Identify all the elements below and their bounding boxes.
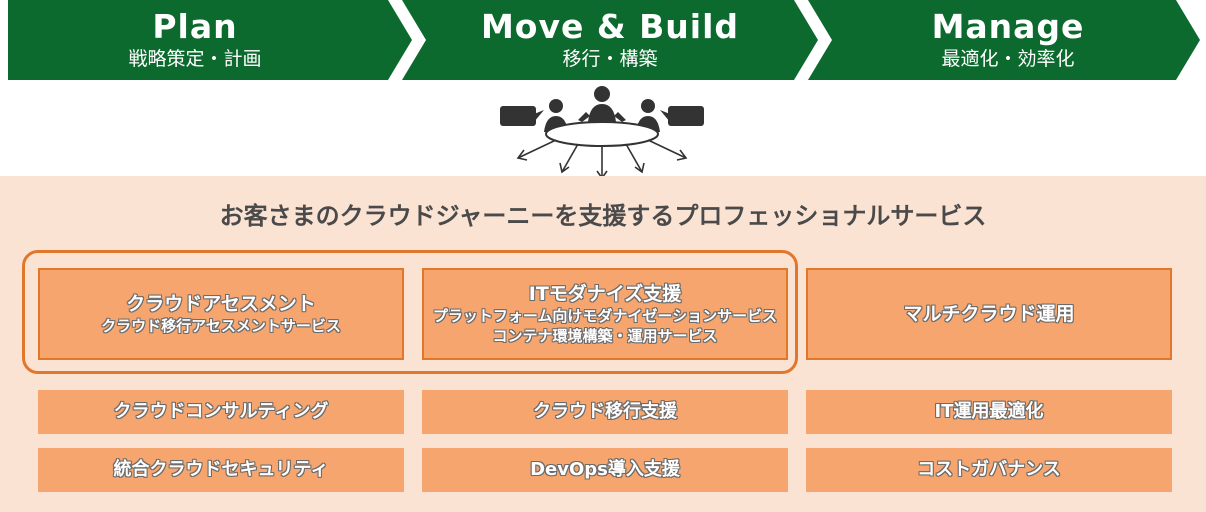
phase-move-build: Move & Build 移行・構築	[402, 0, 818, 80]
service-cloud-consulting: クラウドコンサルティング	[38, 390, 404, 434]
person-icon	[578, 86, 626, 122]
phase-title: Move & Build	[480, 7, 740, 46]
service-label: クラウド移行支援	[533, 401, 677, 422]
meeting-table-icon	[500, 86, 704, 180]
service-title: クラウドアセスメント	[126, 293, 316, 315]
service-label: コストガバナンス	[917, 459, 1061, 480]
service-label: DevOps導入支援	[530, 459, 680, 480]
phase-plan: Plan 戦略策定・計画	[8, 0, 412, 80]
phase-title: Plan	[152, 7, 238, 46]
service-it-ops-optimize: IT運用最適化	[806, 390, 1172, 434]
service-label: IT運用最適化	[934, 401, 1044, 422]
service-title: ITモダナイズ支援	[528, 283, 682, 305]
phase-subtitle: 最適化・効率化	[941, 48, 1075, 70]
service-cost-governance: コストガバナンス	[806, 448, 1172, 492]
highlight-frame	[22, 250, 798, 374]
service-label: 統合クラウドセキュリティ	[113, 459, 329, 480]
phase-title: Manage	[931, 7, 1085, 46]
service-cloud-migration: クラウド移行支援	[422, 390, 788, 434]
speech-bubble-icon	[660, 106, 704, 126]
service-detail: クラウド移行アセスメントサービス	[101, 317, 341, 335]
phase-subtitle: 移行・構築	[562, 48, 658, 70]
service-cloud-security: 統合クラウドセキュリティ	[38, 448, 404, 492]
panel-title: お客さまのクラウドジャーニーを支援するプロフェッショナルサービス	[219, 202, 987, 230]
phase-subtitle: 戦略策定・計画	[128, 48, 262, 70]
phase-bar: Plan 戦略策定・計画 Move & Build 移行・構築 Manage 最…	[0, 0, 1206, 80]
service-it-modernize: ITモダナイズ支援 プラットフォーム向けモダナイゼーションサービス コンテナ環境…	[422, 268, 788, 360]
service-cloud-assessment: クラウドアセスメント クラウド移行アセスメントサービス	[38, 268, 404, 360]
service-detail: コンテナ環境構築・運用サービス	[492, 327, 718, 345]
speech-bubble-icon	[500, 106, 544, 126]
phase-manage: Manage 最適化・効率化	[808, 0, 1200, 80]
service-title: マルチクラウド運用	[903, 303, 1075, 325]
service-devops: DevOps導入支援	[422, 448, 788, 492]
service-detail: プラットフォーム向けモダナイゼーションサービス	[432, 307, 778, 325]
service-multicloud-ops: マルチクラウド運用	[806, 268, 1172, 360]
service-label: クラウドコンサルティング	[113, 401, 329, 422]
arrow-icon	[516, 139, 688, 180]
